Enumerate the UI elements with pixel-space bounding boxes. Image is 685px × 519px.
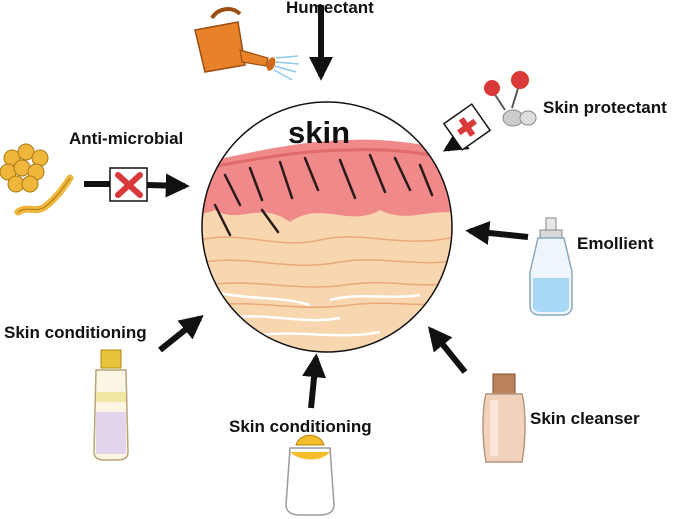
arrow-emollient bbox=[465, 221, 529, 245]
skin-title: skin bbox=[288, 115, 351, 150]
label-anti-microbial: Anti-microbial bbox=[69, 129, 184, 148]
label-skin-cleanser: Skin cleanser bbox=[530, 409, 640, 428]
label-humectant: Humectant bbox=[286, 0, 374, 17]
toner-bottle-icon bbox=[93, 349, 129, 461]
arrow-skin-cleanser bbox=[427, 326, 468, 374]
spray-bottle-icon bbox=[529, 217, 573, 316]
lotion-bottle-icon bbox=[285, 434, 335, 516]
arrow-skin-conditioning-left bbox=[158, 315, 204, 353]
skin-circle bbox=[201, 101, 453, 353]
first-aid-medicine-icon bbox=[484, 71, 537, 127]
bacteria-icon bbox=[0, 143, 74, 216]
label-emollient: Emollient bbox=[577, 234, 654, 253]
label-skin-protectant: Skin protectant bbox=[543, 98, 667, 117]
plus-box-skin-protectant bbox=[442, 103, 492, 151]
cleanser-bottle-icon bbox=[482, 373, 526, 463]
blocked-box-anti-microbial bbox=[109, 167, 148, 202]
arrow-anti-microbial bbox=[146, 173, 190, 198]
watering-can-icon bbox=[194, 7, 300, 81]
arrow-skin-conditioning-bottom bbox=[302, 353, 327, 409]
label-skin-conditioning-bottom: Skin conditioning bbox=[229, 417, 372, 436]
label-skin-conditioning-left: Skin conditioning bbox=[4, 323, 147, 342]
